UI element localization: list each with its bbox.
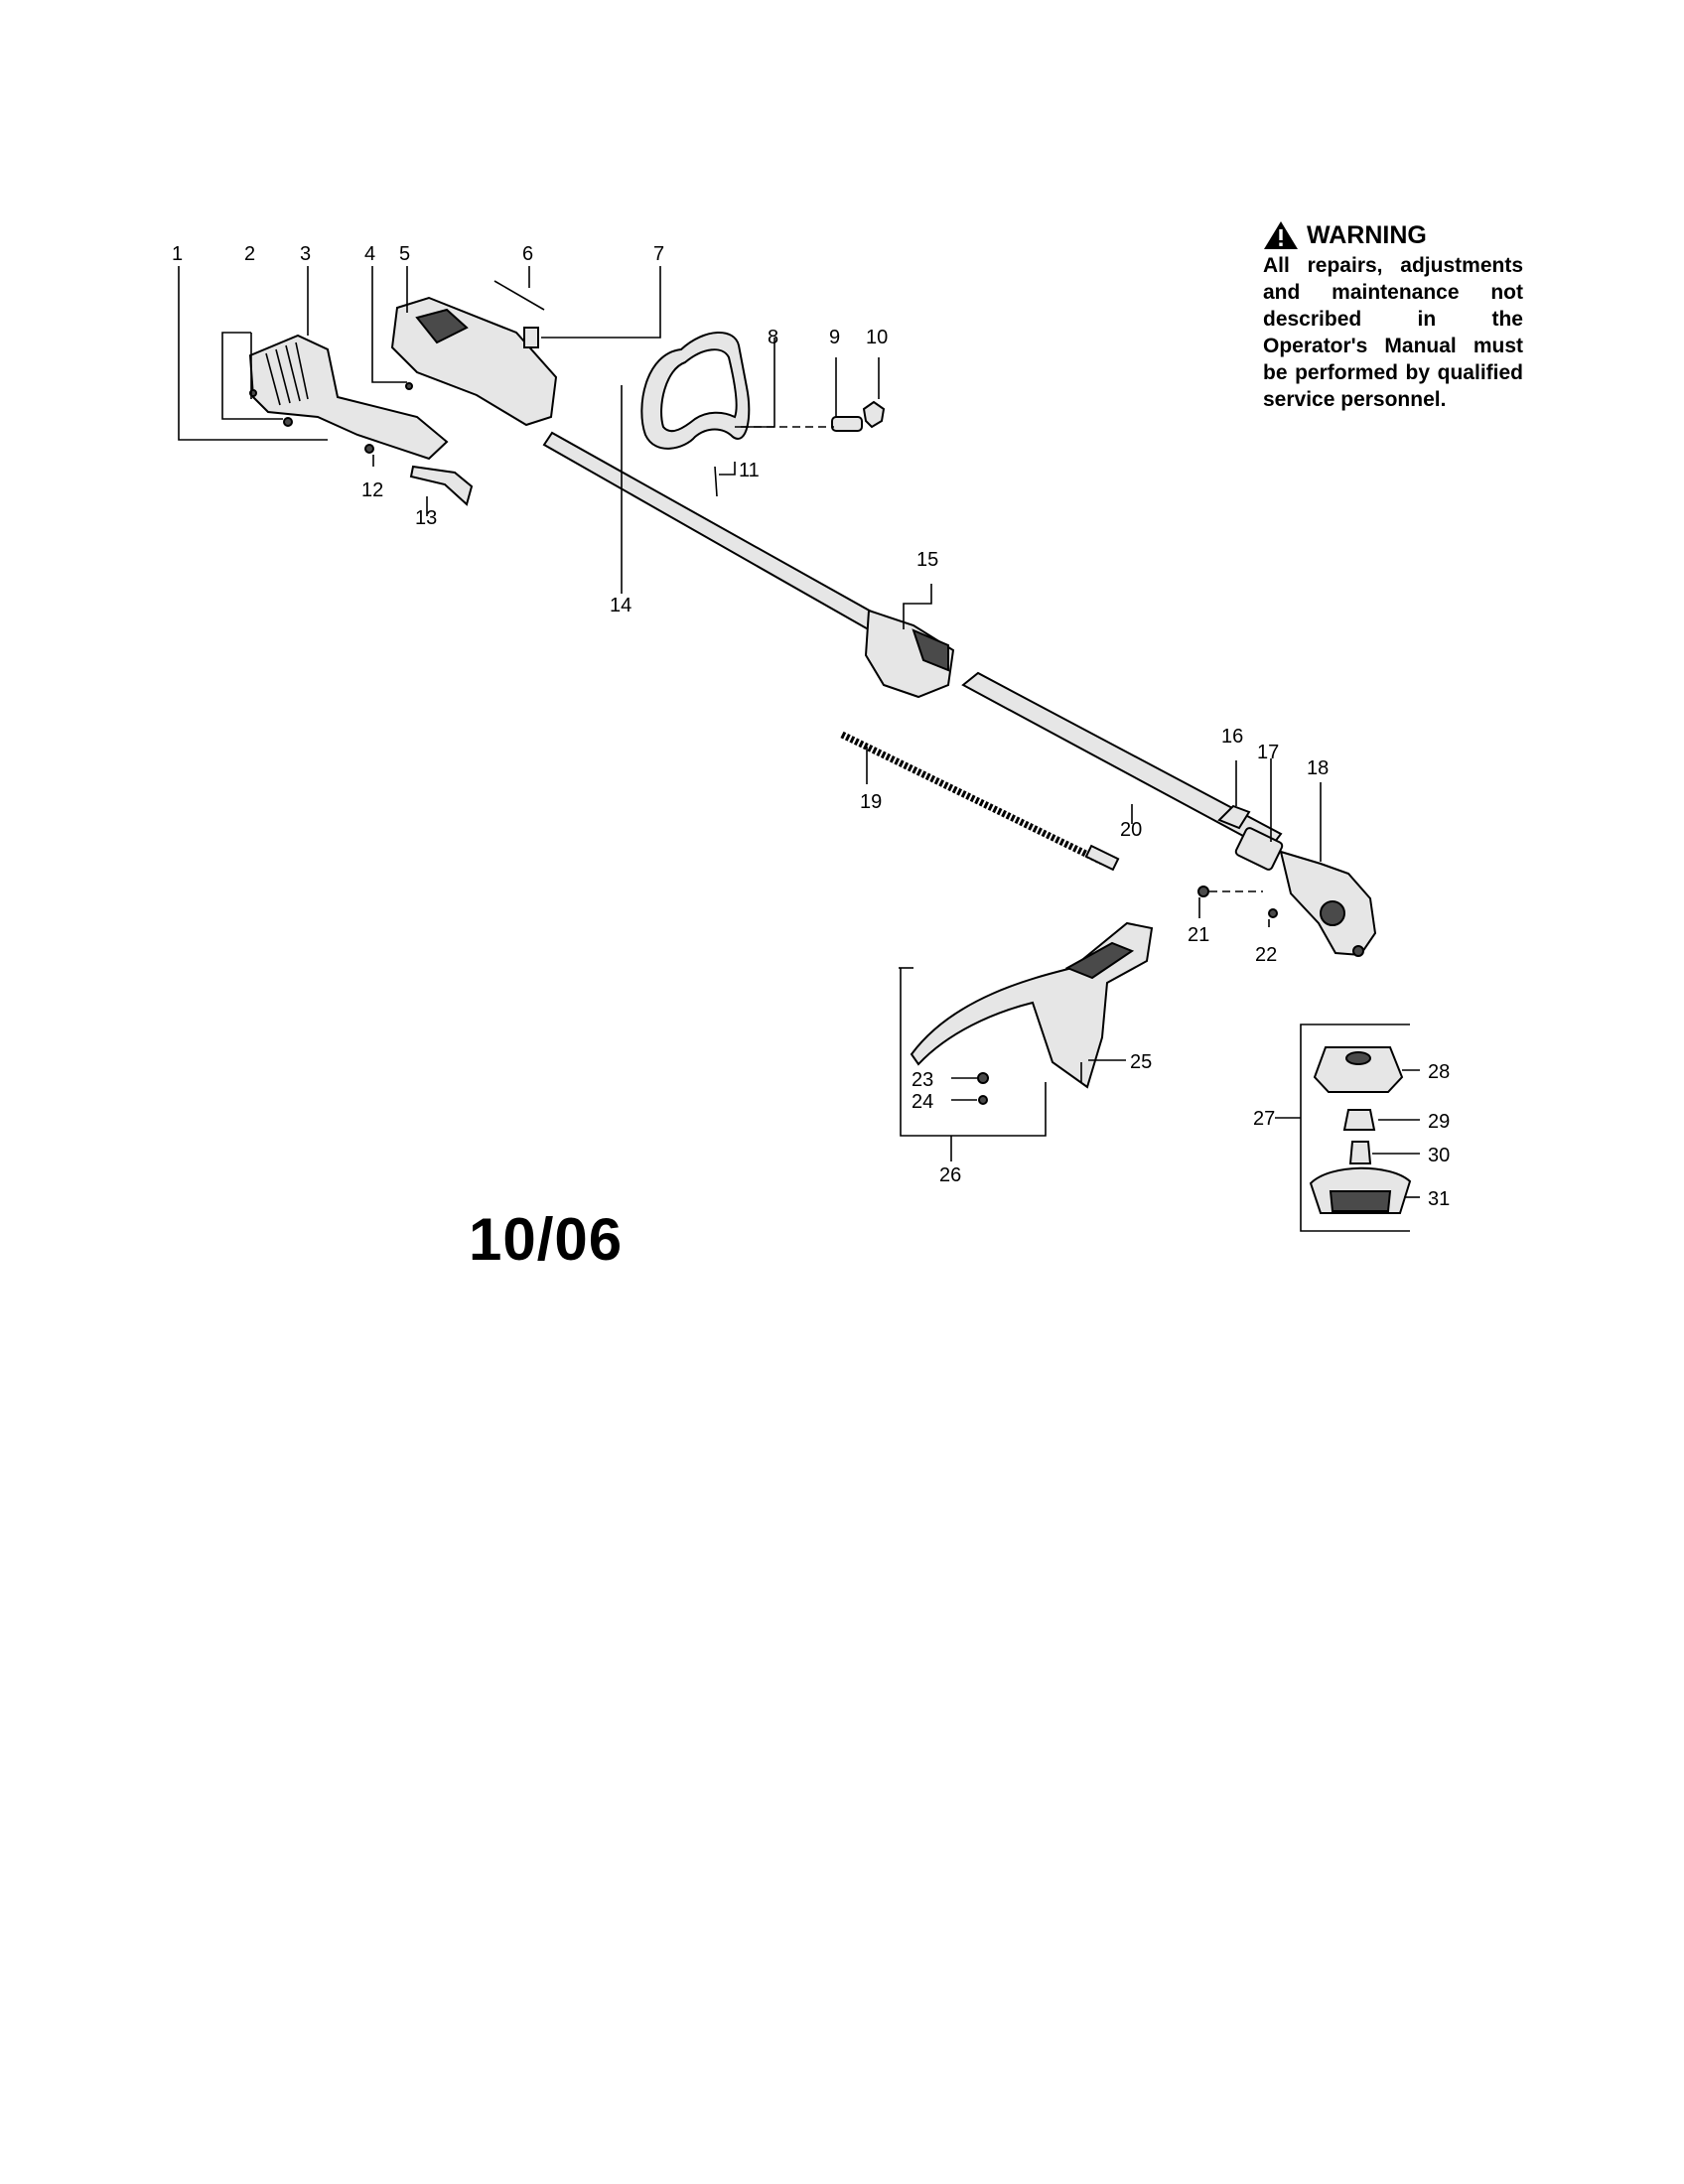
part-label-18: 18 — [1307, 757, 1329, 779]
part-label-15: 15 — [916, 549, 938, 571]
part-label-20: 20 — [1120, 819, 1142, 841]
loop-handle-assembly — [640, 332, 886, 497]
part-label-24: 24 — [912, 1091, 933, 1113]
part-label-26: 26 — [939, 1164, 961, 1186]
part-label-3: 3 — [300, 243, 311, 265]
warning-triangle-icon — [1264, 221, 1298, 249]
part-label-25: 25 — [1130, 1051, 1152, 1073]
part-label-2: 2 — [244, 243, 255, 265]
part-label-8: 8 — [768, 327, 778, 348]
part-label-1: 1 — [172, 243, 183, 265]
part-label-19: 19 — [860, 791, 882, 813]
part-label-21: 21 — [1188, 924, 1209, 946]
warning-heading-text: WARNING — [1307, 220, 1427, 249]
lower-shaft-assembly — [961, 671, 1377, 957]
part-label-22: 22 — [1255, 944, 1277, 966]
part-label-5: 5 — [399, 243, 410, 265]
part-label-14: 14 — [610, 595, 632, 616]
part-label-12: 12 — [361, 479, 383, 501]
date-code: 10/06 — [469, 1206, 624, 1273]
part-label-9: 9 — [829, 327, 840, 348]
part-label-17: 17 — [1257, 742, 1279, 763]
upper-shaft — [542, 385, 955, 699]
warning-box: WARNING All repairs, adjustments and mai… — [1263, 220, 1523, 413]
part-label-27: 27 — [1253, 1108, 1275, 1130]
part-label-7: 7 — [653, 243, 664, 265]
part-label-30: 30 — [1428, 1145, 1450, 1166]
part-label-4: 4 — [364, 243, 375, 265]
engine-housing-assembly — [178, 266, 661, 516]
part-label-10: 10 — [866, 327, 888, 348]
warning-text: All repairs, adjustments and maintenance… — [1263, 254, 1523, 411]
part-labels: 1 2 3 4 5 6 7 8 9 10 11 12 13 14 15 16 1… — [172, 243, 1450, 1210]
part-label-31: 31 — [1428, 1188, 1450, 1210]
warning-heading: WARNING — [1263, 220, 1523, 250]
part-label-6: 6 — [522, 243, 533, 265]
part-label-13: 13 — [415, 507, 437, 529]
cutting-guard-assembly — [899, 921, 1154, 1161]
flex-drive-shaft — [840, 731, 1120, 872]
part-label-28: 28 — [1428, 1061, 1450, 1083]
part-label-23: 23 — [912, 1069, 933, 1091]
part-label-16: 16 — [1221, 726, 1243, 748]
trimmer-head-assembly — [1275, 1024, 1420, 1232]
part-label-29: 29 — [1428, 1111, 1450, 1133]
part-label-11: 11 — [739, 460, 760, 481]
